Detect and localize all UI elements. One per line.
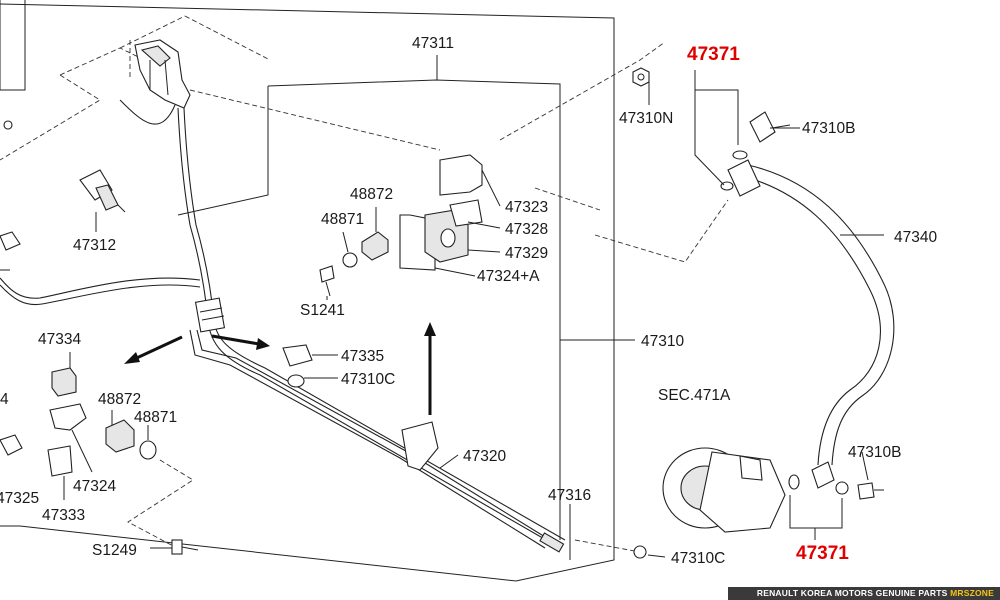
label-47334: 47334 <box>38 331 81 348</box>
footer-text: RENAULT KOREA MOTORS GENUINE PARTS <box>756 588 951 598</box>
pipe-bracket-mid <box>401 421 439 471</box>
left-edge-fittings <box>0 120 23 456</box>
bracket-group-47324a <box>399 154 483 271</box>
clamp-47310c-bottom <box>633 545 647 559</box>
part-labels: 47311 47371 47310N 47310B 48872 47323 48… <box>0 35 937 567</box>
label-47323: 47323 <box>505 199 548 216</box>
assembly-arrows <box>124 322 436 415</box>
footer-watermark: RENAULT KOREA MOTORS GENUINE PARTS MRSZO… <box>728 587 1000 600</box>
label-47310b-bottom: 47310B <box>848 444 901 461</box>
label-47324: 47324 <box>73 478 116 495</box>
label-47311: 47311 <box>412 35 454 52</box>
label-4-partial: 4 <box>0 391 9 408</box>
footer-accent-text: MRSZONE <box>950 588 994 598</box>
label-sec471a: SEC.471A <box>658 387 731 404</box>
label-s1249: S1249 <box>92 542 137 559</box>
leader-lines <box>63 55 884 560</box>
label-47333: 47333 <box>42 507 85 524</box>
label-47340: 47340 <box>894 229 937 246</box>
label-47371-top: 47371 <box>687 44 740 65</box>
label-47310c-bottom: 47310C <box>671 550 725 567</box>
label-48871-upper: 48871 <box>321 211 364 228</box>
label-47316: 47316 <box>548 487 591 504</box>
clip-47310c-mid <box>287 374 305 388</box>
label-47328: 47328 <box>505 221 548 238</box>
label-47335: 47335 <box>341 348 384 365</box>
sensor-47312 <box>79 169 126 213</box>
pipe-assembly-47310 <box>0 99 566 553</box>
frame-lines <box>0 0 615 582</box>
label-47310b-top: 47310B <box>802 120 855 137</box>
pressure-hose-47340 <box>720 111 895 466</box>
label-47310n: 47310N <box>619 110 673 127</box>
clip-47335 <box>282 344 313 367</box>
label-47320: 47320 <box>463 448 506 465</box>
nut-47310n <box>632 67 650 87</box>
label-47324a: 47324+A <box>477 268 540 285</box>
label-47310: 47310 <box>641 333 684 350</box>
label-47310c-mid: 47310C <box>341 371 395 388</box>
label-48871-lower: 48871 <box>134 409 177 426</box>
label-47371-bottom: 47371 <box>796 543 849 564</box>
label-48872-upper: 48872 <box>350 186 393 203</box>
label-47312: 47312 <box>73 237 116 254</box>
label-s1241: S1241 <box>300 302 345 319</box>
upper-bracket-part <box>134 39 191 109</box>
bushing-group-upper <box>319 231 389 297</box>
pipe-clamp <box>194 297 226 333</box>
bolt-s1249 <box>171 539 199 555</box>
label-48872-lower: 48872 <box>98 391 141 408</box>
bracket-group-47324 <box>47 367 157 477</box>
steering-pump-sec471a <box>662 447 884 533</box>
label-47329: 47329 <box>505 245 548 262</box>
label-47325-partial: 47325 <box>0 490 39 507</box>
